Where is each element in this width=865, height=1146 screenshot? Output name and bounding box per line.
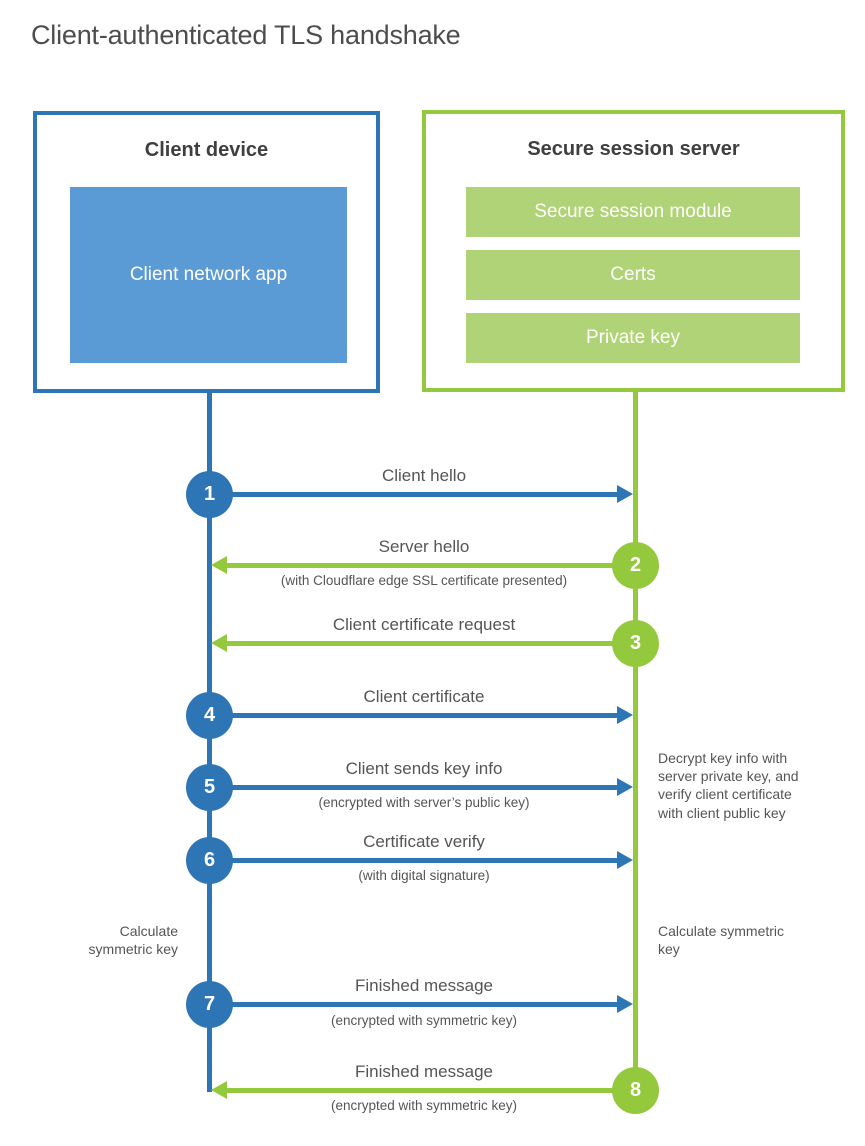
step-6-arrowhead-icon — [617, 851, 633, 869]
step-7-arrow — [230, 1002, 618, 1007]
step-8-arrowhead-icon — [211, 1081, 227, 1099]
server-modules: Secure session module Certs Private key — [466, 187, 800, 363]
step-2-badge: 2 — [612, 542, 659, 589]
step-4-badge: 4 — [186, 692, 233, 739]
note-calculate-symmetric-key-server: Calculate symmetric key — [658, 923, 785, 958]
step-5-sublabel: (encrypted with server’s public key) — [318, 795, 530, 810]
step-8-sublabel: (encrypted with symmetric key) — [330, 1098, 518, 1113]
client-lifeline — [207, 393, 212, 1092]
secure-session-server-heading: Secure session server — [527, 138, 740, 160]
step-5-badge: 5 — [186, 764, 233, 811]
server-module-secure-session: Secure session module — [466, 187, 800, 237]
step-2-label: Server hello — [378, 537, 470, 556]
note-decrypt-key-info: Decrypt key info with server private key… — [658, 750, 799, 821]
server-module-private-key: Private key — [466, 313, 800, 363]
step-1-arrow — [230, 492, 618, 497]
step-3-badge: 3 — [612, 620, 659, 667]
step-8-badge: 8 — [612, 1067, 659, 1114]
secure-session-server-box: Secure session server Secure session mod… — [422, 110, 845, 392]
step-2-arrow — [227, 563, 613, 568]
client-device-box: Client device Client network app — [33, 111, 380, 393]
step-7-sublabel: (encrypted with symmetric key) — [330, 1013, 518, 1028]
step-3-arrow — [227, 641, 613, 646]
step-5-label: Client sends key info — [345, 759, 503, 778]
step-7-label: Finished message — [355, 976, 493, 995]
step-1-badge: 1 — [186, 471, 233, 518]
client-device-heading: Client device — [144, 139, 269, 161]
step-6-badge: 6 — [186, 837, 233, 884]
step-2-arrowhead-icon — [211, 556, 227, 574]
client-network-app-box: Client network app — [70, 187, 347, 363]
step-1-arrowhead-icon — [617, 485, 633, 503]
step-6-label: Certificate verify — [363, 832, 485, 851]
page-title: Client-authenticated TLS handshake — [31, 20, 461, 50]
step-5-arrow — [230, 785, 618, 790]
step-8-label: Finished message — [355, 1062, 493, 1081]
server-lifeline — [633, 392, 638, 1092]
server-module-certs: Certs — [466, 250, 800, 300]
step-2-sublabel: (with Cloudflare edge SSL certificate pr… — [280, 573, 568, 588]
note-calculate-symmetric-key-client: Calculate symmetric key — [88, 923, 178, 958]
step-7-arrowhead-icon — [617, 995, 633, 1013]
step-3-arrowhead-icon — [211, 634, 227, 652]
step-8-arrow — [227, 1088, 613, 1093]
client-network-app-label: Client network app — [129, 264, 288, 286]
step-3-label: Client certificate request — [332, 615, 516, 634]
step-1-label: Client hello — [381, 466, 467, 485]
step-5-arrowhead-icon — [617, 778, 633, 796]
step-4-arrowhead-icon — [617, 706, 633, 724]
step-7-badge: 7 — [186, 981, 233, 1028]
step-4-arrow — [230, 713, 618, 718]
step-6-arrow — [230, 858, 618, 863]
step-6-sublabel: (with digital signature) — [358, 868, 490, 883]
step-4-label: Client certificate — [363, 687, 485, 706]
